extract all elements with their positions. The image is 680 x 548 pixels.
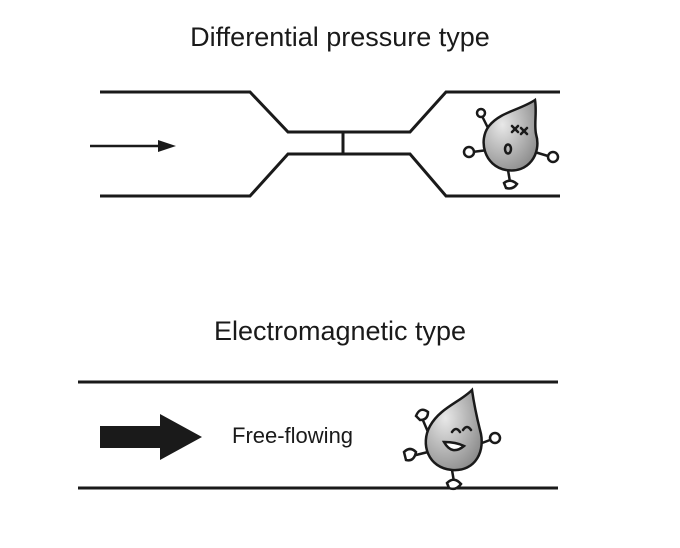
pipe-lower-wall: [100, 152, 560, 198]
dizzy-droplet-icon: [462, 97, 560, 190]
differential-pressure-title: Differential pressure type: [190, 22, 490, 52]
orifice-pipe: [100, 90, 560, 198]
flow-arrow-icon: [90, 140, 176, 152]
happy-droplet-icon: [402, 387, 502, 491]
flow-arrow-icon: [100, 414, 202, 460]
pipe-upper-wall: [100, 90, 560, 134]
free-flowing-label: Free-flowing: [232, 423, 354, 448]
straight-pipe: [78, 380, 558, 490]
electromagnetic-title: Electromagnetic type: [213, 316, 467, 346]
